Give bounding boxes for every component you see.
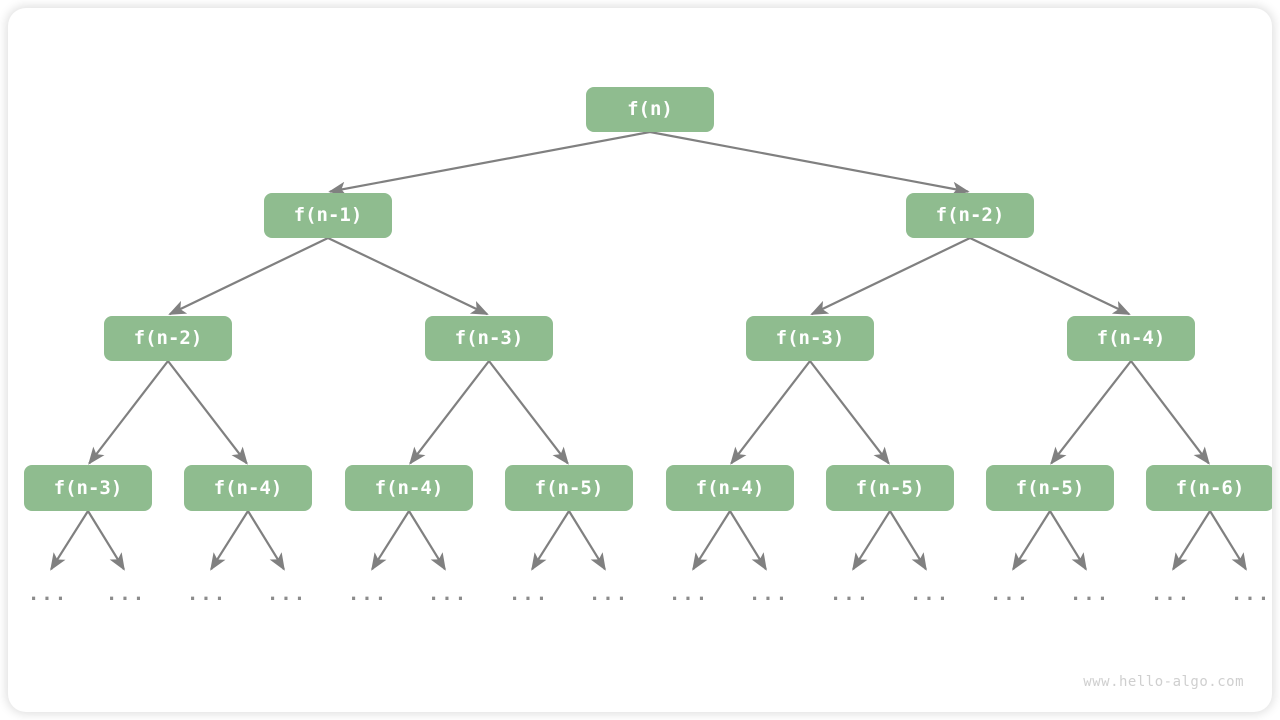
tree-edge	[409, 360, 490, 465]
tree-edge	[692, 510, 731, 571]
tree-edge	[1049, 510, 1087, 571]
tree-edge	[167, 360, 248, 465]
tree-node-level3-1[interactable]: f(n-4)	[184, 465, 312, 511]
tree-node-label: f(n)	[627, 98, 673, 120]
ellipsis-marker-13: ...	[1069, 583, 1111, 605]
tree-edge	[809, 360, 890, 465]
tree-edge	[87, 510, 125, 571]
tree-node-label: f(n-2)	[133, 327, 203, 349]
tree-node-level3-7[interactable]: f(n-6)	[1146, 465, 1272, 511]
diagram-card: f(n) f(n-1) f(n-2) f(n-2) f(n-3) f(n-3) f(n-4)…	[8, 8, 1272, 712]
tree-node-label: f(n-5)	[534, 477, 604, 499]
tree-node-level3-2[interactable]: f(n-4)	[345, 465, 473, 511]
tree-edge	[488, 360, 569, 465]
tree-edge	[1172, 510, 1211, 571]
tree-node-label: f(n-1)	[293, 204, 363, 226]
tree-node-level3-0[interactable]: f(n-3)	[24, 465, 152, 511]
tree-node-label: f(n-3)	[53, 477, 123, 499]
tree-edge	[247, 510, 285, 571]
ellipsis-marker-4: ...	[347, 583, 389, 605]
tree-edge	[531, 510, 570, 571]
tree-edge	[1209, 510, 1247, 571]
tree-edge	[810, 237, 971, 316]
tree-node-level2-3[interactable]: f(n-4)	[1067, 315, 1195, 361]
tree-node-label: f(n-6)	[1175, 477, 1245, 499]
tree-node-label: f(n-4)	[1096, 327, 1166, 349]
tree-edge	[852, 510, 891, 571]
tree-node-label: f(n-4)	[213, 477, 283, 499]
tree-edge	[889, 510, 927, 571]
ellipsis-marker-6: ...	[508, 583, 550, 605]
tree-edge	[328, 130, 651, 196]
tree-edge	[1050, 360, 1132, 465]
tree-edge	[729, 510, 767, 571]
ellipsis-marker-15: ...	[1230, 583, 1272, 605]
tree-node-level3-3[interactable]: f(n-5)	[505, 465, 633, 511]
tree-node-level2-1[interactable]: f(n-3)	[425, 315, 553, 361]
tree-node-level3-5[interactable]: f(n-5)	[826, 465, 954, 511]
tree-edge	[1012, 510, 1051, 571]
ellipsis-marker-5: ...	[427, 583, 469, 605]
tree-node-level2-2[interactable]: f(n-3)	[746, 315, 874, 361]
ellipsis-marker-9: ...	[748, 583, 790, 605]
tree-node-level1-1[interactable]: f(n-2)	[906, 192, 1034, 238]
ellipsis-marker-7: ...	[588, 583, 630, 605]
tree-edge	[969, 237, 1131, 316]
ellipsis-marker-10: ...	[829, 583, 871, 605]
tree-edge	[1130, 360, 1210, 465]
tree-edge	[568, 510, 606, 571]
tree-node-level3-6[interactable]: f(n-5)	[986, 465, 1114, 511]
tree-node-label: f(n-3)	[454, 327, 524, 349]
ellipsis-marker-3: ...	[266, 583, 308, 605]
tree-node-level1-0[interactable]: f(n-1)	[264, 192, 392, 238]
watermark-label: www.hello-algo.com	[1083, 674, 1244, 690]
tree-edge	[50, 510, 89, 571]
ellipsis-marker-1: ...	[105, 583, 147, 605]
tree-edge	[649, 130, 970, 196]
tree-edge	[371, 510, 410, 571]
tree-node-label: f(n-3)	[775, 327, 845, 349]
tree-node-label: f(n-4)	[695, 477, 765, 499]
tree-edge	[168, 237, 329, 316]
tree-node-label: f(n-4)	[374, 477, 444, 499]
ellipsis-marker-14: ...	[1150, 583, 1192, 605]
tree-node-level3-4[interactable]: f(n-4)	[666, 465, 794, 511]
tree-node-level0-0[interactable]: f(n)	[586, 86, 714, 132]
ellipsis-marker-12: ...	[989, 583, 1031, 605]
ellipsis-marker-2: ...	[186, 583, 228, 605]
ellipsis-marker-0: ...	[27, 583, 69, 605]
tree-node-level2-0[interactable]: f(n-2)	[104, 315, 232, 361]
tree-edge	[408, 510, 446, 571]
tree-edge	[210, 510, 249, 571]
ellipsis-marker-8: ...	[668, 583, 710, 605]
tree-node-label: f(n-5)	[855, 477, 925, 499]
tree-edge	[730, 360, 811, 465]
tree-edge	[88, 360, 169, 465]
tree-edge	[327, 237, 489, 316]
tree-node-label: f(n-2)	[935, 204, 1005, 226]
tree-node-label: f(n-5)	[1015, 477, 1085, 499]
ellipsis-marker-11: ...	[909, 583, 951, 605]
